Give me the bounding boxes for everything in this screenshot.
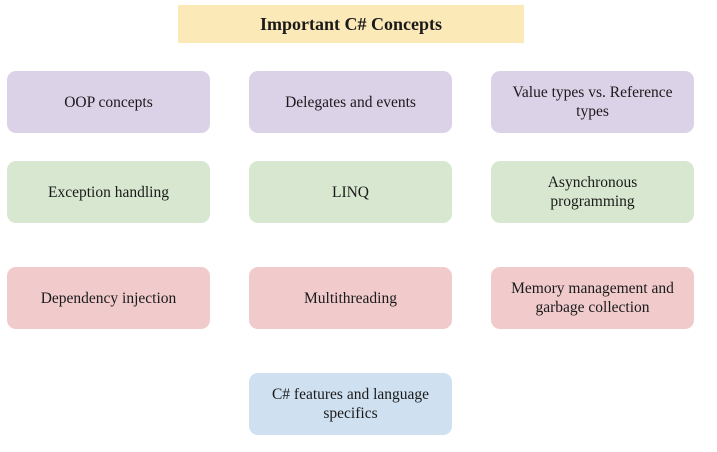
- concept-label: C# features and language specifics: [271, 386, 430, 422]
- concept-card-language-specifics: C# features and language specifics: [249, 373, 452, 435]
- concept-label: Memory management and garbage collection: [511, 280, 674, 316]
- concept-label: Delegates and events: [285, 93, 416, 111]
- concept-card-delegates-events: Delegates and events: [249, 71, 452, 133]
- concept-label: Dependency injection: [40, 289, 177, 307]
- diagram-title-text: Important C# Concepts: [260, 13, 442, 34]
- concept-card-linq: LINQ: [249, 161, 452, 223]
- concept-card-oop: OOP concepts: [7, 71, 210, 133]
- concept-label: Multithreading: [304, 289, 397, 307]
- concept-card-exception-handling: Exception handling: [7, 161, 210, 223]
- concept-card-multithreading: Multithreading: [249, 267, 452, 329]
- concept-card-async-programming: Asynchronous programming: [491, 161, 694, 223]
- concept-label: LINQ: [331, 183, 370, 201]
- concept-label: OOP concepts: [64, 93, 153, 111]
- concept-label: Value types vs. Reference types: [512, 84, 673, 120]
- concept-card-memory-management: Memory management and garbage collection: [491, 267, 694, 329]
- concept-card-value-vs-reference-types: Value types vs. Reference types: [491, 71, 694, 133]
- concept-label: Exception handling: [48, 183, 169, 201]
- diagram-title: Important C# Concepts: [178, 5, 524, 43]
- concept-card-dependency-injection: Dependency injection: [7, 267, 210, 329]
- concept-label: Asynchronous programming: [547, 174, 638, 210]
